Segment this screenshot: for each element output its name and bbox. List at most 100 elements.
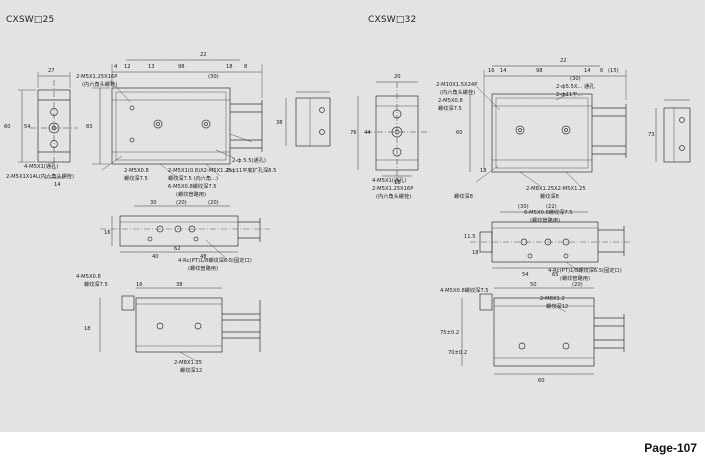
callout-note: 4-Rc(PT)1/8螺纹深6.5(固定口) <box>548 266 622 274</box>
callout-note: (螺纹管路用) <box>176 190 206 198</box>
page-number: Page-107 <box>644 441 697 455</box>
callout-note: 2-M5X1.25X16P <box>76 74 117 80</box>
callout-note: 螺纹深12 <box>546 302 568 310</box>
callout-note: (螺纹管路用) <box>188 264 218 272</box>
callout-note: (螺纹管路用) <box>560 274 590 282</box>
callout-note: (螺纹管路用) <box>530 216 560 224</box>
dim-label: 44 <box>364 130 371 136</box>
cxsw25-end-view <box>285 91 331 147</box>
dim-label: 60 <box>538 378 545 384</box>
dim-label: 75±0.2 <box>440 330 459 336</box>
dim-label: 18 <box>84 326 91 332</box>
dim-label: (22) <box>546 204 557 210</box>
dim-label: 16 <box>488 68 495 74</box>
dim-label: 70±0.2 <box>448 350 467 356</box>
callout-note: (内六角头螺栓) <box>82 80 117 88</box>
callout-note: 2-M5X1(0.8)X2-M5X1.25 <box>168 168 232 174</box>
dim-label: 22 <box>200 52 207 58</box>
callout-note: 2-M5X1.25X16P <box>372 186 413 192</box>
callout-note: 2-M5X0.8 <box>124 168 149 174</box>
callout-note: 螺纹深8 <box>540 192 559 200</box>
dim-label: 13 <box>148 64 155 70</box>
dim-label: 38 <box>276 120 283 126</box>
cxsw32-drawings <box>357 65 691 375</box>
dim-label: 73 <box>648 132 655 138</box>
callout-note: 2-M10X1.5X24P <box>436 82 477 88</box>
callout-note: 2-ф5.5X... 通孔 <box>556 82 595 90</box>
cxsw32-side-view <box>357 81 428 178</box>
dim-label: 76 <box>350 130 357 136</box>
cxsw25-plan-view <box>100 205 270 263</box>
dim-label: 14 <box>584 68 591 74</box>
callout-note: 4-M5X0.8螺纹深7.5 <box>440 286 489 294</box>
dim-label: 22 <box>560 58 567 64</box>
callout-note: (内六角头螺栓) <box>440 88 475 96</box>
dim-label: 6 <box>600 68 603 74</box>
dim-label: 48 <box>200 254 207 260</box>
cxsw25-labels: 22 4 13 12 98 18 8 (30) 27 60 54 14 83 3… <box>4 52 283 374</box>
callout-note: 4-M5X0.8 <box>76 274 101 280</box>
callout-note: 2-M5X0.8 <box>438 98 463 104</box>
dim-label: 62 <box>174 246 181 252</box>
cxsw32-labels: 22 16 14 98 14 6 (15) (30) 20 76 44 18 6… <box>350 58 655 384</box>
dim-label: (15) <box>608 68 619 74</box>
dim-label: 14 <box>54 182 61 188</box>
dim-label: (30) <box>518 204 529 210</box>
dim-label: 54 <box>522 272 529 278</box>
dim-label: 30 <box>150 200 157 206</box>
dim-label: 18 <box>472 250 479 256</box>
callout-note: 4-M5X1(通孔) <box>372 176 406 184</box>
dim-label: 18 <box>394 180 401 186</box>
callout-note: 4-Rc(PT)1/8螺纹深6.5(固定口) <box>178 256 252 264</box>
callout-note: 螺纹深7.5 <box>124 174 148 182</box>
dim-label: 83 <box>86 124 93 130</box>
dim-label: 20 <box>394 74 401 80</box>
callout-note: 6-M5X0.8螺纹深7.5 <box>168 182 217 190</box>
dim-label: 16 <box>104 230 111 236</box>
callout-note: 2-ф11平底扩孔深8.5 <box>226 166 276 174</box>
callout-note: 螺纹深8 <box>454 192 473 200</box>
dim-label: (30) <box>208 74 219 80</box>
dim-label: (20) <box>208 200 219 206</box>
dim-label: (30) <box>570 76 581 82</box>
dim-label: 11.5 <box>464 234 476 240</box>
dim-label: (20) <box>176 200 187 206</box>
callout-note: 螺纹深7.5 <box>438 104 462 112</box>
dim-label: 16 <box>136 282 143 288</box>
dim-label: 60 <box>4 124 11 130</box>
dim-label: 13 <box>480 168 487 174</box>
callout-note: 6-M5X0.8螺纹深7.5 <box>524 208 573 216</box>
cxsw32-front-view <box>469 65 627 187</box>
dim-label: 8 <box>244 64 247 70</box>
cxsw32-end-view <box>655 99 691 163</box>
callout-note: 2-M8X1.25 <box>174 360 202 366</box>
dim-label: 98 <box>536 68 543 74</box>
callout-note: 螺纹深7.5 <box>84 280 108 288</box>
cxsw25-front-view <box>92 59 263 179</box>
dim-label: 18 <box>226 64 233 70</box>
dim-label: 65 <box>552 272 559 278</box>
dim-label: 38 <box>176 282 183 288</box>
callout-note: 2-ф11平... <box>556 91 583 98</box>
title-cxsw32: CXSW□32 <box>368 15 417 25</box>
callout-note: 4-M5X1(通孔) <box>24 162 58 170</box>
dim-label: 54 <box>24 124 31 130</box>
callout-note: 2-M8X1.25X2-M5X1.25 <box>526 186 586 192</box>
dim-label: (20) <box>572 282 583 288</box>
dim-label: 14 <box>500 68 507 74</box>
cxsw32-plan-view <box>470 211 632 273</box>
technical-drawing: 22 4 13 12 98 18 8 (30) 27 60 54 14 83 3… <box>0 0 705 432</box>
callout-note: 螺纹深12 <box>180 366 202 374</box>
dim-label: 12 <box>124 64 131 70</box>
dim-label: 27 <box>48 68 55 74</box>
dim-label: 60 <box>456 130 463 136</box>
dim-label: 98 <box>178 64 185 70</box>
dim-label: 50 <box>530 282 537 288</box>
callout-note: (内六角头螺栓) <box>376 192 411 200</box>
callout-note: 2-M8X1.2 <box>540 296 565 302</box>
cxsw32-bottom-view <box>461 287 625 375</box>
cxsw25-bottom-view <box>99 287 261 363</box>
drawing-sheet: 22 4 13 12 98 18 8 (30) 27 60 54 14 83 3… <box>0 0 705 432</box>
dim-label: 40 <box>152 254 159 260</box>
